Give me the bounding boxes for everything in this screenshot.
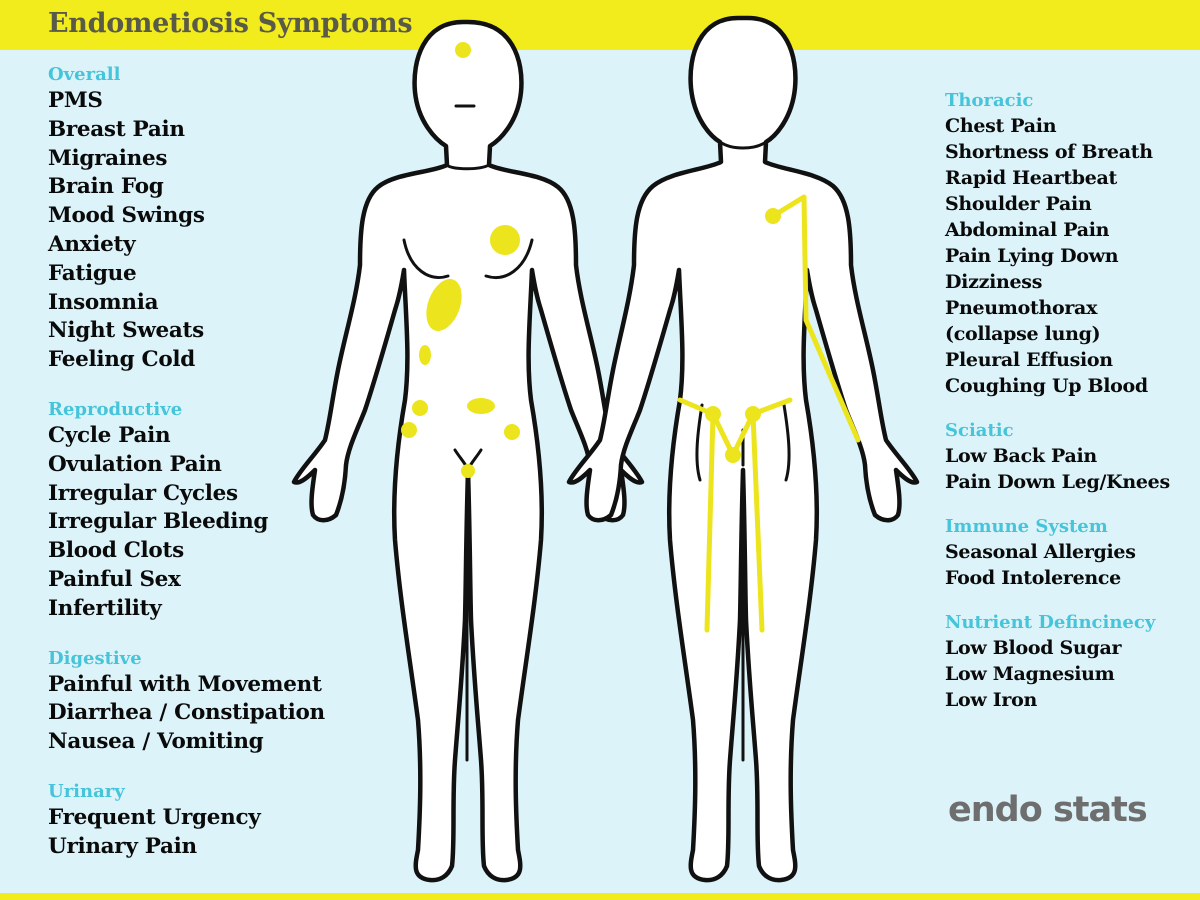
sacral-marker <box>725 447 741 463</box>
right-ovary-marker <box>504 424 520 440</box>
shoulder-marker <box>765 208 781 224</box>
symptom-item: Irregular Bleeding <box>48 509 269 535</box>
symptom-item: Abdominal Pain <box>945 219 1110 241</box>
symptom-item: Rapid Heartbeat <box>945 167 1118 189</box>
symptom-item: Seasonal Allergies <box>945 541 1136 563</box>
symptom-item: Pain Down Leg/Knees <box>945 471 1170 493</box>
section-heading: Urinary <box>48 780 125 802</box>
section-heading: Digestive <box>48 647 142 669</box>
symptom-item: Frequent Urgency <box>48 804 261 830</box>
symptom-item: Feeling Cold <box>48 347 195 373</box>
page-title: Endometiosis Symptoms <box>48 8 413 39</box>
symptom-item: (collapse lung) <box>945 323 1101 345</box>
symptom-item: Pain Lying Down <box>945 245 1119 267</box>
symptom-item: Blood Clots <box>48 538 184 564</box>
symptom-item: Insomnia <box>48 289 159 315</box>
symptom-item: Night Sweats <box>48 318 204 344</box>
symptom-item: Infertility <box>48 595 162 621</box>
symptom-item: Cycle Pain <box>48 422 171 448</box>
symptom-item: Low Back Pain <box>945 445 1097 467</box>
symptom-item: Brain Fog <box>48 174 164 200</box>
liver-marker <box>426 279 462 331</box>
bowel-marker <box>419 345 431 365</box>
front-symptom-markers <box>401 42 520 478</box>
section-heading: Nutrient Defincinecy <box>945 612 1156 633</box>
left-ovary-marker <box>412 400 428 416</box>
brand-logo: endo stats <box>948 790 1148 830</box>
symptom-item: Migraines <box>48 145 168 171</box>
symptom-item: Dizziness <box>945 271 1043 293</box>
symptom-item: Anxiety <box>48 231 136 257</box>
symptom-item: Low Blood Sugar <box>945 637 1122 659</box>
right-hip-marker <box>745 406 761 422</box>
section-heading: Overall <box>48 64 121 85</box>
symptom-item: Fatigue <box>48 260 137 286</box>
section-heading: Reproductive <box>48 398 183 420</box>
symptom-item: Mood Swings <box>48 203 205 229</box>
symptom-item: Nausea / Vomiting <box>48 729 264 755</box>
symptom-item: Low Magnesium <box>945 663 1115 685</box>
symptom-item: PMS <box>48 88 103 113</box>
symptom-item: Urinary Pain <box>48 833 197 859</box>
symptom-item: Pleural Effusion <box>945 349 1113 371</box>
symptom-item: Coughing Up Blood <box>945 375 1148 397</box>
symptom-item: Food Intolerence <box>945 567 1121 589</box>
section-heading: Thoracic <box>945 90 1034 111</box>
back-body-figure <box>566 15 920 883</box>
symptom-item: Diarrhea / Constipation <box>48 700 325 726</box>
lower-left-marker <box>401 422 417 438</box>
pelvic-marker <box>461 464 475 478</box>
bottom-stripe <box>0 893 1200 900</box>
symptom-item: Low Iron <box>945 689 1037 711</box>
symptom-item: Irregular Cycles <box>48 480 238 506</box>
symptom-item: Pneumothorax <box>945 297 1098 319</box>
section-heading: Immune System <box>945 516 1108 537</box>
title-banner <box>0 0 1200 50</box>
symptom-item: Painful with Movement <box>48 671 322 697</box>
symptom-item: Painful Sex <box>48 566 181 592</box>
shoulder-nerve-path <box>770 194 861 443</box>
symptom-item: Shortness of Breath <box>945 141 1153 163</box>
uterus-marker <box>467 398 495 414</box>
symptom-item: Ovulation Pain <box>48 451 222 477</box>
section-heading: Sciatic <box>945 420 1014 441</box>
head-marker <box>455 42 471 58</box>
symptom-item: Chest Pain <box>945 115 1057 137</box>
symptom-item: Shoulder Pain <box>945 193 1092 215</box>
symptom-item: Breast Pain <box>48 116 185 142</box>
left-hip-marker <box>705 406 721 422</box>
breast-marker <box>490 225 520 255</box>
